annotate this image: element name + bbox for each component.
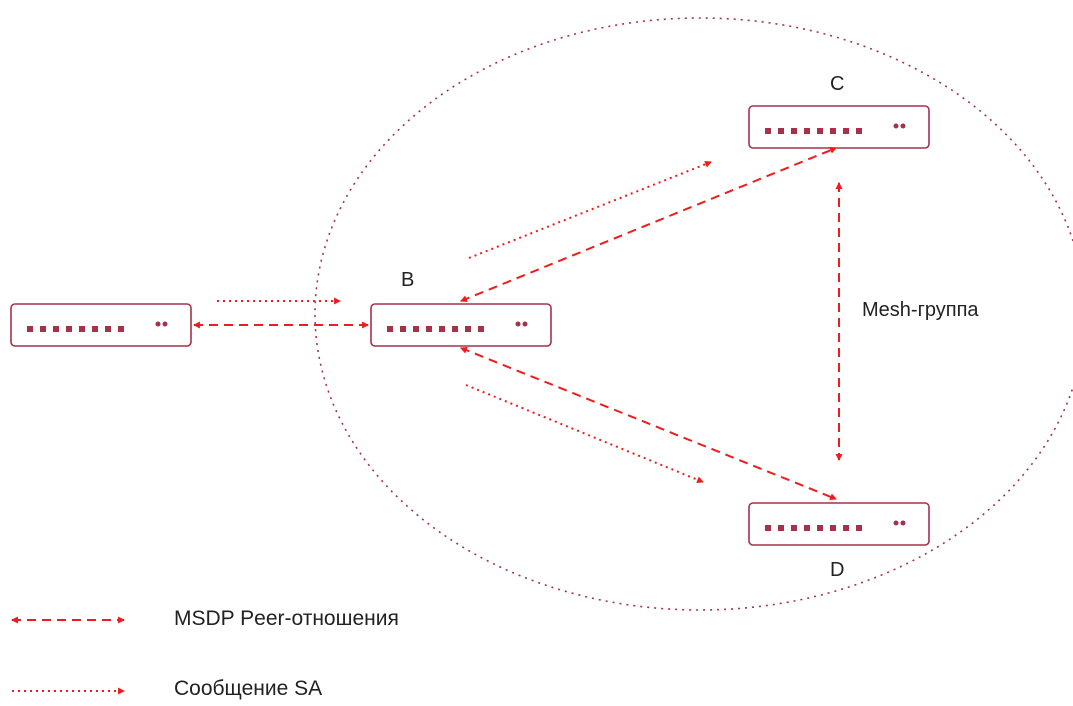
peer-link-b-d (460, 346, 837, 501)
router-b-label: B (401, 269, 415, 291)
router-d-icon (748, 502, 930, 546)
router-c-label: C (830, 73, 845, 95)
mesh-group-label: Mesh-группа (862, 299, 979, 321)
mesh-group-boundary (314, 17, 1073, 611)
legend-sa-label: Сообщение SA (174, 677, 323, 700)
router-b-icon (370, 303, 552, 347)
sa-message-b-d (465, 384, 704, 483)
peer-link-b-c (460, 147, 837, 302)
router-d-label: D (830, 559, 845, 581)
sa-message-b-c (468, 160, 712, 259)
router-c-icon (748, 105, 930, 149)
legend-peer-label: MSDP Peer-отношения (174, 607, 399, 630)
router-external-icon (10, 303, 192, 347)
